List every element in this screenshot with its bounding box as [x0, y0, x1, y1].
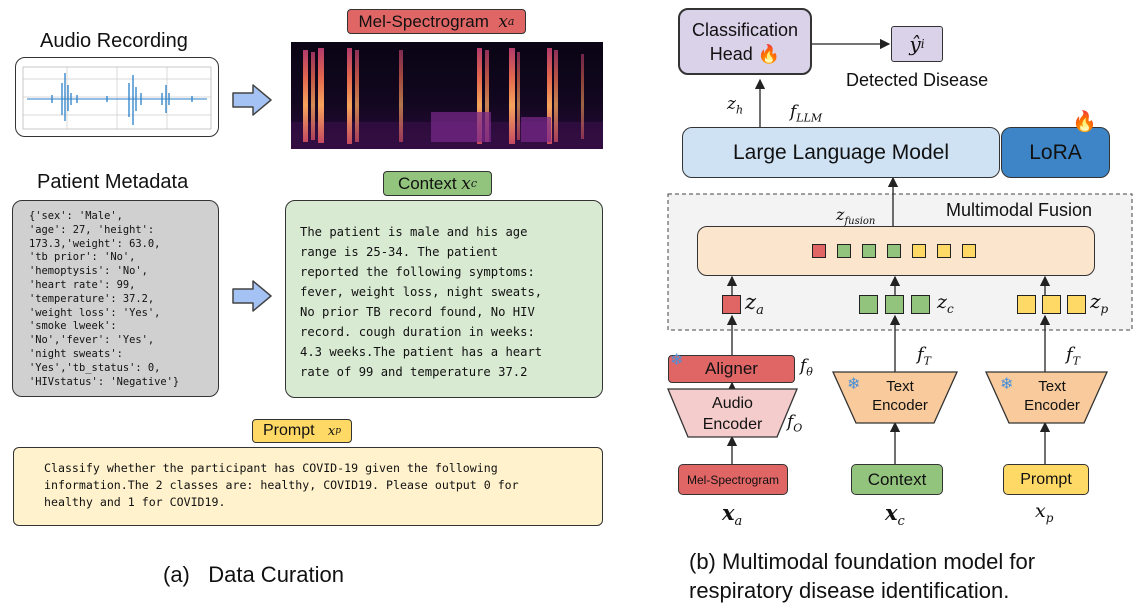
audio-recording-title: Audio Recording	[40, 30, 188, 52]
flame-icon: 🔥	[757, 43, 781, 64]
classification-head-box: Classification Head 🔥	[678, 8, 812, 75]
fused-token-context	[837, 244, 851, 258]
caption-b: (b) Multimodal foundation model for resp…	[689, 549, 1036, 603]
xa-label: xa	[722, 500, 743, 530]
metadata-line: 'HIVstatus': 'Negative'}	[29, 375, 180, 388]
fo-label: fO	[787, 412, 803, 435]
arrow-to-context	[232, 280, 272, 312]
caption-a: (a) Data Curation	[163, 562, 344, 587]
context-text-box: The patient is male and his age range is …	[285, 200, 603, 398]
zc-token	[885, 295, 904, 314]
context-line: 4.3 weeks.The patient has a heart	[300, 345, 543, 359]
context-line: The patient is male and his age	[300, 225, 528, 239]
xp-label: xp	[1035, 500, 1054, 525]
metadata-line: 'tb prior': 'No',	[29, 251, 136, 264]
snowflake-icon: ❄	[670, 352, 684, 369]
context-line: rate of 99 and temperature 37.2	[300, 365, 528, 379]
zc-label: zc	[937, 291, 954, 316]
prompt-text: Classify whether the participant has COV…	[44, 460, 602, 511]
fused-token-prompt	[962, 244, 976, 258]
metadata-line: 'temperature': 37.2,	[29, 292, 155, 305]
metadata-line: 'No','fever': 'Yes',	[29, 334, 155, 347]
input-prompt: Prompt	[1003, 464, 1089, 495]
aligner-box: Aligner	[668, 355, 795, 383]
metadata-line: {'sex': 'Male',	[29, 210, 123, 222]
zp-token	[1067, 295, 1086, 314]
zp-token	[1042, 295, 1061, 314]
prompt-line: Classify whether the participant has COV…	[44, 461, 498, 475]
spectrogram-image	[291, 42, 603, 149]
metadata-line: 'night sweats':	[29, 347, 123, 360]
ftheta-label: fθ	[800, 356, 813, 379]
arrow-to-spectrogram	[232, 84, 272, 116]
input-context: Context	[851, 464, 943, 495]
fllm-label: fLLM	[790, 102, 823, 125]
zh-label: zh	[727, 94, 744, 117]
context-line: No prior TB record found, No HIV	[300, 305, 535, 319]
fused-token-context	[887, 244, 901, 258]
context-text: The patient is male and his age range is …	[300, 222, 602, 382]
detected-disease-label: Detected Disease	[846, 70, 989, 90]
xc-label: xc	[885, 500, 905, 530]
context-line: record. cough duration in weeks:	[300, 325, 535, 339]
za-token	[722, 295, 741, 314]
fused-token-prompt	[912, 244, 926, 258]
lora-flame-icon: 🔥	[1072, 111, 1097, 133]
zp-token	[1017, 295, 1036, 314]
lora-box: LoRA	[1001, 127, 1110, 178]
metadata-line: 'age': 27, 'height':	[29, 223, 155, 236]
snowflake-icon: ❄	[847, 376, 861, 393]
zc-token	[859, 295, 878, 314]
audio-waveform-box	[15, 57, 219, 137]
context-line: fever, weight loss, night sweats,	[300, 285, 543, 299]
patient-metadata-box: {'sex': 'Male','age': 27, 'height':173.3…	[12, 200, 219, 397]
fused-token-prompt	[937, 244, 951, 258]
snowflake-icon: ❄	[1000, 376, 1014, 393]
prompt-line: healthy and 1 for COVID19.	[44, 495, 226, 509]
metadata-line: 'hemoptysis': 'No',	[29, 265, 148, 278]
zp-label: zp	[1090, 289, 1109, 316]
waveform-graphic	[22, 66, 212, 130]
metadata-code: {'sex': 'Male','age': 27, 'height':173.3…	[29, 210, 218, 389]
context-line: reported the following symptoms:	[300, 265, 535, 279]
metadata-line: 'weight loss': 'Yes',	[29, 306, 161, 319]
context-line: range is 25-34. The patient	[300, 245, 499, 259]
metadata-line: 'Yes','tb_status': 0,	[29, 361, 161, 374]
multimodal-fusion-label: Multimodal Fusion	[946, 200, 1093, 220]
ft-label-context: fT	[917, 344, 932, 368]
ft-label-prompt: fT	[1066, 344, 1081, 368]
prompt-text-box: Classify whether the participant has COV…	[13, 447, 603, 526]
fused-token-audio	[812, 244, 826, 258]
za-label: za	[745, 290, 764, 319]
zfusion-label: zfusion	[836, 205, 876, 228]
prompt-line: information.The 2 classes are: healthy, …	[44, 478, 519, 492]
zc-token	[911, 295, 930, 314]
metadata-line: 'heart rate': 99,	[29, 278, 136, 291]
fusion-token-bar	[697, 226, 1095, 276]
input-mel-spectrogram: Mel-Spectrogram	[678, 464, 788, 495]
fused-token-context	[862, 244, 876, 258]
metadata-line: 173.3,'weight': 63.0,	[29, 237, 161, 250]
patient-metadata-title: Patient Metadata	[37, 171, 189, 193]
llm-box: Large Language Model	[682, 127, 1000, 178]
metadata-line: 'smoke lweek':	[29, 320, 117, 333]
